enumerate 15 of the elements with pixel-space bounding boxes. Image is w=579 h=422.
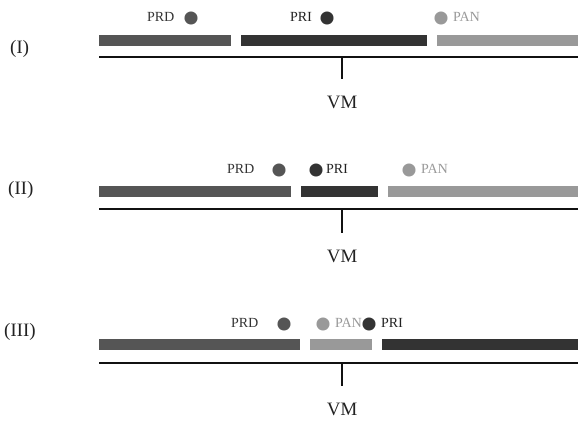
party-label: PRI xyxy=(326,163,348,177)
party-label: PRD xyxy=(231,317,258,331)
axis-label: VM xyxy=(326,246,358,266)
party-label: PAN xyxy=(335,317,362,331)
row-label: (II) xyxy=(8,178,34,198)
axis-label: VM xyxy=(326,400,358,418)
row-label: (III) xyxy=(4,320,36,340)
party-label: PRD xyxy=(147,11,174,25)
party-label: PAN xyxy=(453,11,480,25)
party-label: PAN xyxy=(421,163,448,177)
party-label: PRD xyxy=(227,163,254,177)
party-label: PRI xyxy=(381,317,403,331)
axis-label: VM xyxy=(326,92,358,112)
row-label: (I) xyxy=(10,38,29,56)
party-label: PRI xyxy=(290,11,312,25)
